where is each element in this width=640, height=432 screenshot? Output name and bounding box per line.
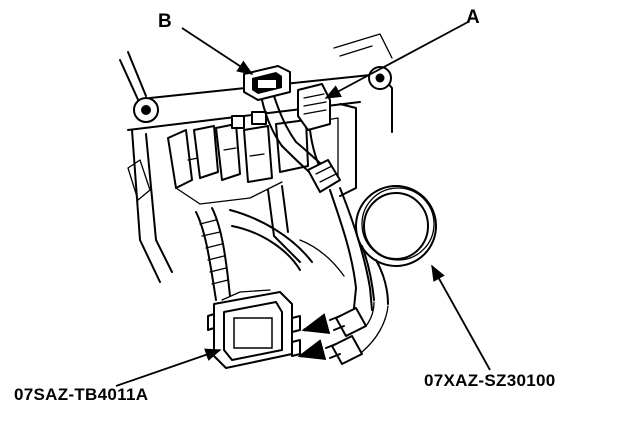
plug-lower — [325, 335, 363, 365]
switch-cluster — [167, 111, 309, 205]
callout-b: B — [158, 11, 172, 32]
connector-b — [243, 65, 297, 147]
connector-a — [297, 83, 331, 173]
mounting-bolt-right — [368, 66, 392, 90]
leader-a — [324, 21, 469, 99]
leader-part-left — [115, 348, 222, 387]
control-box — [207, 291, 301, 369]
part-number-cord: 07XAZ-SZ30100 — [424, 371, 556, 390]
insert-arrow-upper — [301, 313, 331, 335]
harness-bundle — [195, 185, 345, 301]
leader-b — [181, 27, 254, 75]
part-number-box: 07SAZ-TB4011A — [14, 385, 149, 404]
coiled-cord — [355, 185, 437, 305]
leader-part-right — [431, 264, 491, 371]
plug-upper — [329, 307, 367, 337]
callout-a: A — [466, 7, 480, 28]
vehicle-frame — [119, 33, 393, 283]
insert-arrow-lower — [297, 339, 327, 361]
mounting-bolt-left — [133, 97, 159, 123]
